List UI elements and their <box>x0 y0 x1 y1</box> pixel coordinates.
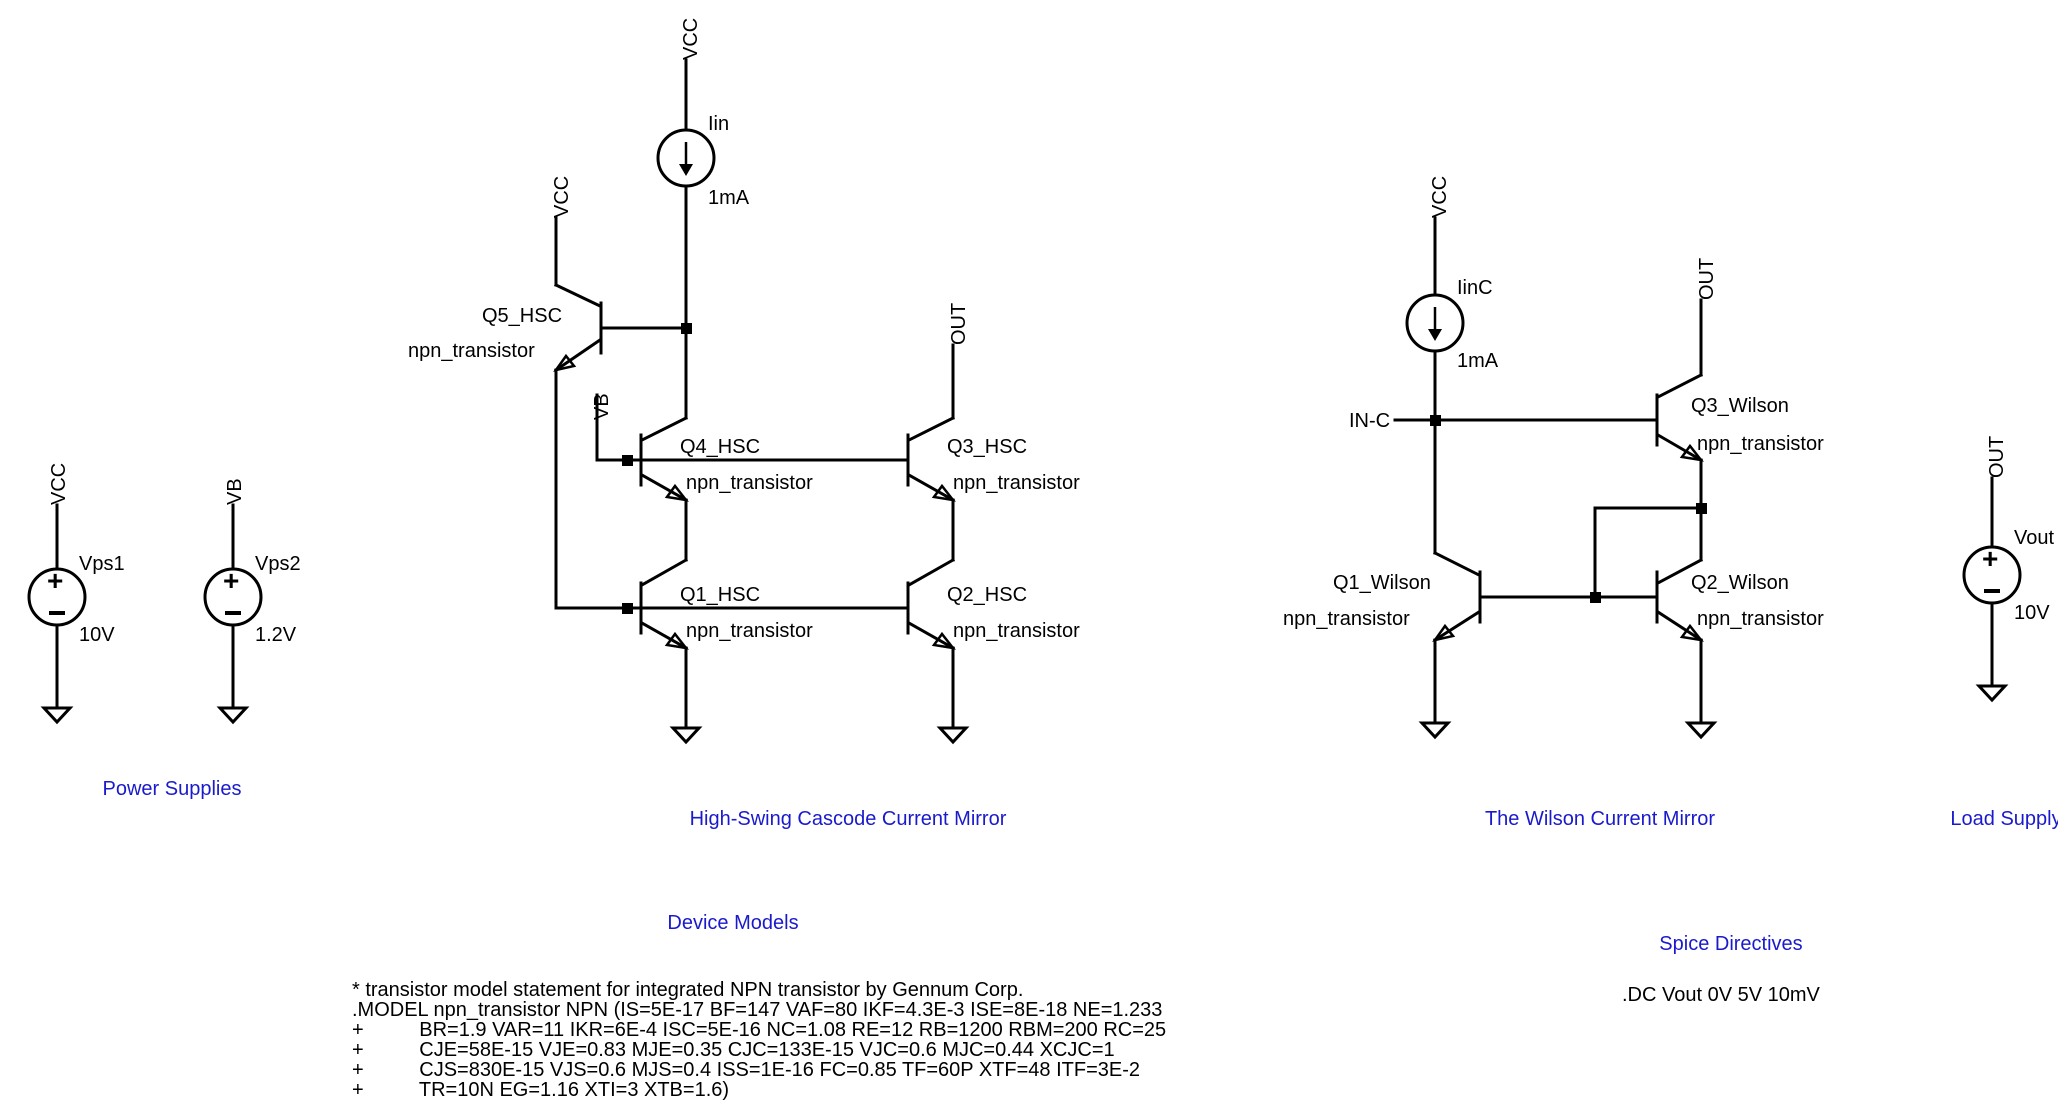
power-supplies-title: Power Supplies <box>103 778 242 800</box>
load-supply-title: Load Supply <box>1950 808 2058 830</box>
vps1-value: 10V <box>79 624 115 646</box>
junction-dot <box>1590 592 1601 603</box>
spice-directives-section: Spice Directives .DC Vout 0V 5V 10mV <box>1622 933 1821 1006</box>
net-label-out: OUT <box>1696 258 1718 300</box>
iinc-value: 1mA <box>1457 350 1499 372</box>
ground-icon <box>1686 703 1716 739</box>
model-statement: * transistor model statement for integra… <box>352 979 1166 1100</box>
iin-current-source[interactable] <box>656 128 716 188</box>
net-label-vcc: VCC <box>551 176 573 218</box>
vout-value: 10V <box>2014 602 2050 624</box>
model-line: + CJS=830E-15 VJS=0.6 MJS=0.4 ISS=1E-16 … <box>352 1059 1140 1081</box>
plus-icon: + <box>47 565 63 596</box>
arrow-down-icon <box>679 164 693 176</box>
q3-hsc-transistor[interactable] <box>906 415 956 562</box>
spice-directives-title: Spice Directives <box>1659 933 1802 955</box>
vps2-value: 1.2V <box>255 624 297 646</box>
net-label-out: OUT <box>1986 436 2008 478</box>
vps1-voltage-source[interactable]: + <box>27 503 87 724</box>
q5-hsc-model: npn_transistor <box>408 340 535 362</box>
q3-hsc-name: Q3_HSC <box>947 436 1027 458</box>
q1-hsc-model: npn_transistor <box>686 620 813 642</box>
wilson-section: VCC IinC 1mA IN-C OUT Q3_Wilson npn_tran… <box>1283 176 1824 830</box>
net-label-vcc: VCC <box>48 463 70 505</box>
q2-wilson-model: npn_transistor <box>1697 608 1824 630</box>
high-swing-cascode-section: VCC Iin 1mA VCC Q5_HSC npn_transistor VB <box>408 18 1080 830</box>
q4-hsc-model: npn_transistor <box>686 472 813 494</box>
q3-hsc-model: npn_transistor <box>953 472 1080 494</box>
plus-icon: + <box>223 565 239 596</box>
vps1-name: Vps1 <box>79 553 125 575</box>
arrow-down-icon <box>1428 329 1442 341</box>
vout-voltage-source[interactable]: + <box>1962 476 2022 702</box>
vout-name: Vout <box>2014 527 2054 549</box>
iin-value: 1mA <box>708 187 750 209</box>
ground-icon <box>1977 666 2007 702</box>
q4-hsc-name: Q4_HSC <box>680 436 760 458</box>
hsc-title: High-Swing Cascode Current Mirror <box>690 808 1007 830</box>
q1-hsc-name: Q1_HSC <box>680 584 760 606</box>
net-label-vcc: VCC <box>1429 176 1451 218</box>
junction-dot <box>1430 415 1441 426</box>
ground-icon <box>938 708 968 744</box>
vps2-voltage-source[interactable]: + <box>203 503 263 724</box>
ground-icon <box>1420 703 1450 739</box>
q3-wilson-name: Q3_Wilson <box>1691 395 1789 417</box>
load-supply-section: OUT + Vout 10V Load Supply <box>1950 436 2058 830</box>
spice-command[interactable]: .DC Vout 0V 5V 10mV <box>1622 984 1821 1006</box>
ground-icon <box>671 708 701 744</box>
q5-hsc-name: Q5_HSC <box>482 305 562 327</box>
power-supplies-section: + VCC Vps1 10V + VB Vps2 1.2V Power Supp… <box>27 463 301 800</box>
net-label-vb: VB <box>224 478 246 505</box>
q4-hsc-transistor[interactable] <box>626 415 689 562</box>
wilson-title: The Wilson Current Mirror <box>1485 808 1715 830</box>
net-label-vb: VB <box>591 393 613 420</box>
ground-icon <box>218 688 248 724</box>
q5-hsc-transistor[interactable] <box>553 216 688 373</box>
model-line: + BR=1.9 VAR=11 IKR=6E-4 ISC=5E-16 NC=1.… <box>352 1019 1166 1041</box>
q2-hsc-name: Q2_HSC <box>947 584 1027 606</box>
model-line: * transistor model statement for integra… <box>352 979 1023 1001</box>
iinc-name: IinC <box>1457 277 1493 299</box>
q2-wilson-transistor[interactable] <box>1655 557 1716 739</box>
device-models-section: Device Models * transistor model stateme… <box>352 912 1166 1100</box>
model-line: .MODEL npn_transistor NPN (IS=5E-17 BF=1… <box>352 999 1162 1021</box>
vps2-name: Vps2 <box>255 553 301 575</box>
q3-wilson-model: npn_transistor <box>1697 433 1824 455</box>
q1-wilson-name: Q1_Wilson <box>1333 572 1431 594</box>
net-label-out: OUT <box>948 303 970 345</box>
q2-hsc-model: npn_transistor <box>953 620 1080 642</box>
q1-hsc-transistor[interactable] <box>626 557 701 744</box>
ground-icon <box>42 688 72 724</box>
model-line: + CJE=58E-15 VJE=0.83 MJE=0.35 CJC=133E-… <box>352 1039 1115 1061</box>
q1-wilson-model: npn_transistor <box>1283 608 1410 630</box>
junction-dot <box>681 323 692 334</box>
model-line: + TR=10N EG=1.16 XTI=3 XTB=1.6) <box>352 1079 729 1100</box>
net-label-vcc: VCC <box>680 18 702 60</box>
junction-dot <box>622 603 633 614</box>
net-label-in-c: IN-C <box>1349 410 1390 432</box>
iin-name: Iin <box>708 113 729 135</box>
iinc-current-source[interactable] <box>1405 293 1465 353</box>
q2-wilson-name: Q2_Wilson <box>1691 572 1789 594</box>
q2-hsc-transistor[interactable] <box>906 557 968 744</box>
plus-icon: + <box>1982 543 1998 574</box>
junction-dot <box>622 455 633 466</box>
device-models-title: Device Models <box>667 912 798 934</box>
